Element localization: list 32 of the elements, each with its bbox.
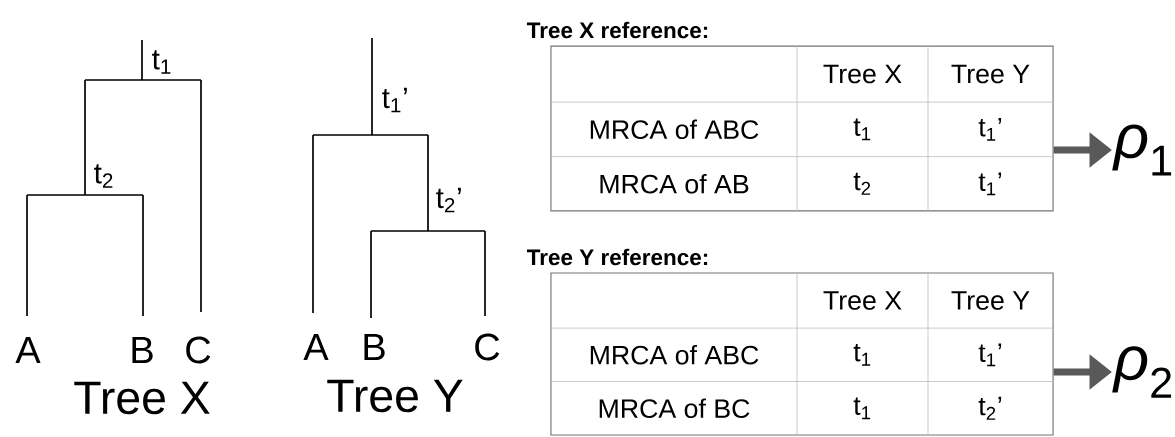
- tree-name: Tree X: [74, 381, 210, 415]
- table-cell: t$_{1}$: [853, 118, 871, 141]
- tree-name: Tree Y: [327, 379, 463, 413]
- column-header: Tree X: [823, 64, 902, 84]
- time-label: t$_{1}$’: [382, 87, 407, 113]
- table-title: Tree X reference:: [526, 21, 708, 39]
- row-header: MRCA of ABC: [590, 119, 759, 140]
- table-cell: t$_{2}$’: [978, 396, 1002, 420]
- time-label: t$_{1}$: [152, 50, 171, 74]
- column-header: Tree Y: [951, 64, 1030, 84]
- column-header: Tree X: [823, 291, 902, 310]
- table-title: Tree Y reference:: [526, 248, 708, 266]
- table-cell: t$_{2}$: [853, 172, 871, 195]
- leaf-label: C: [475, 333, 500, 361]
- leaf-label: B: [364, 333, 385, 361]
- row-header: MRCA of BC: [599, 398, 750, 419]
- leaf-label: C: [186, 336, 211, 364]
- column-header: Tree Y: [951, 291, 1030, 310]
- row-header: MRCA of AB: [600, 174, 749, 194]
- table-cell: t$_{1}$’: [978, 343, 1002, 367]
- table-cell: t$_{1}$: [853, 397, 871, 420]
- table-cell: t$_{1}$’: [978, 117, 1002, 141]
- rho-symbol: ρ$_{2}$: [1112, 346, 1172, 398]
- leaf-label: B: [132, 336, 153, 364]
- time-label: t$_{2}$’: [436, 187, 461, 213]
- leaf-label: A: [303, 333, 329, 361]
- row-header: MRCA of ABC: [590, 345, 759, 365]
- leaf-label: A: [15, 336, 41, 364]
- table-cell: t$_{1}$: [853, 343, 871, 366]
- time-label: t$_{2}$: [94, 164, 113, 188]
- table-cell: t$_{1}$’: [978, 172, 1002, 196]
- rho-symbol: ρ$_{1}$: [1112, 124, 1172, 176]
